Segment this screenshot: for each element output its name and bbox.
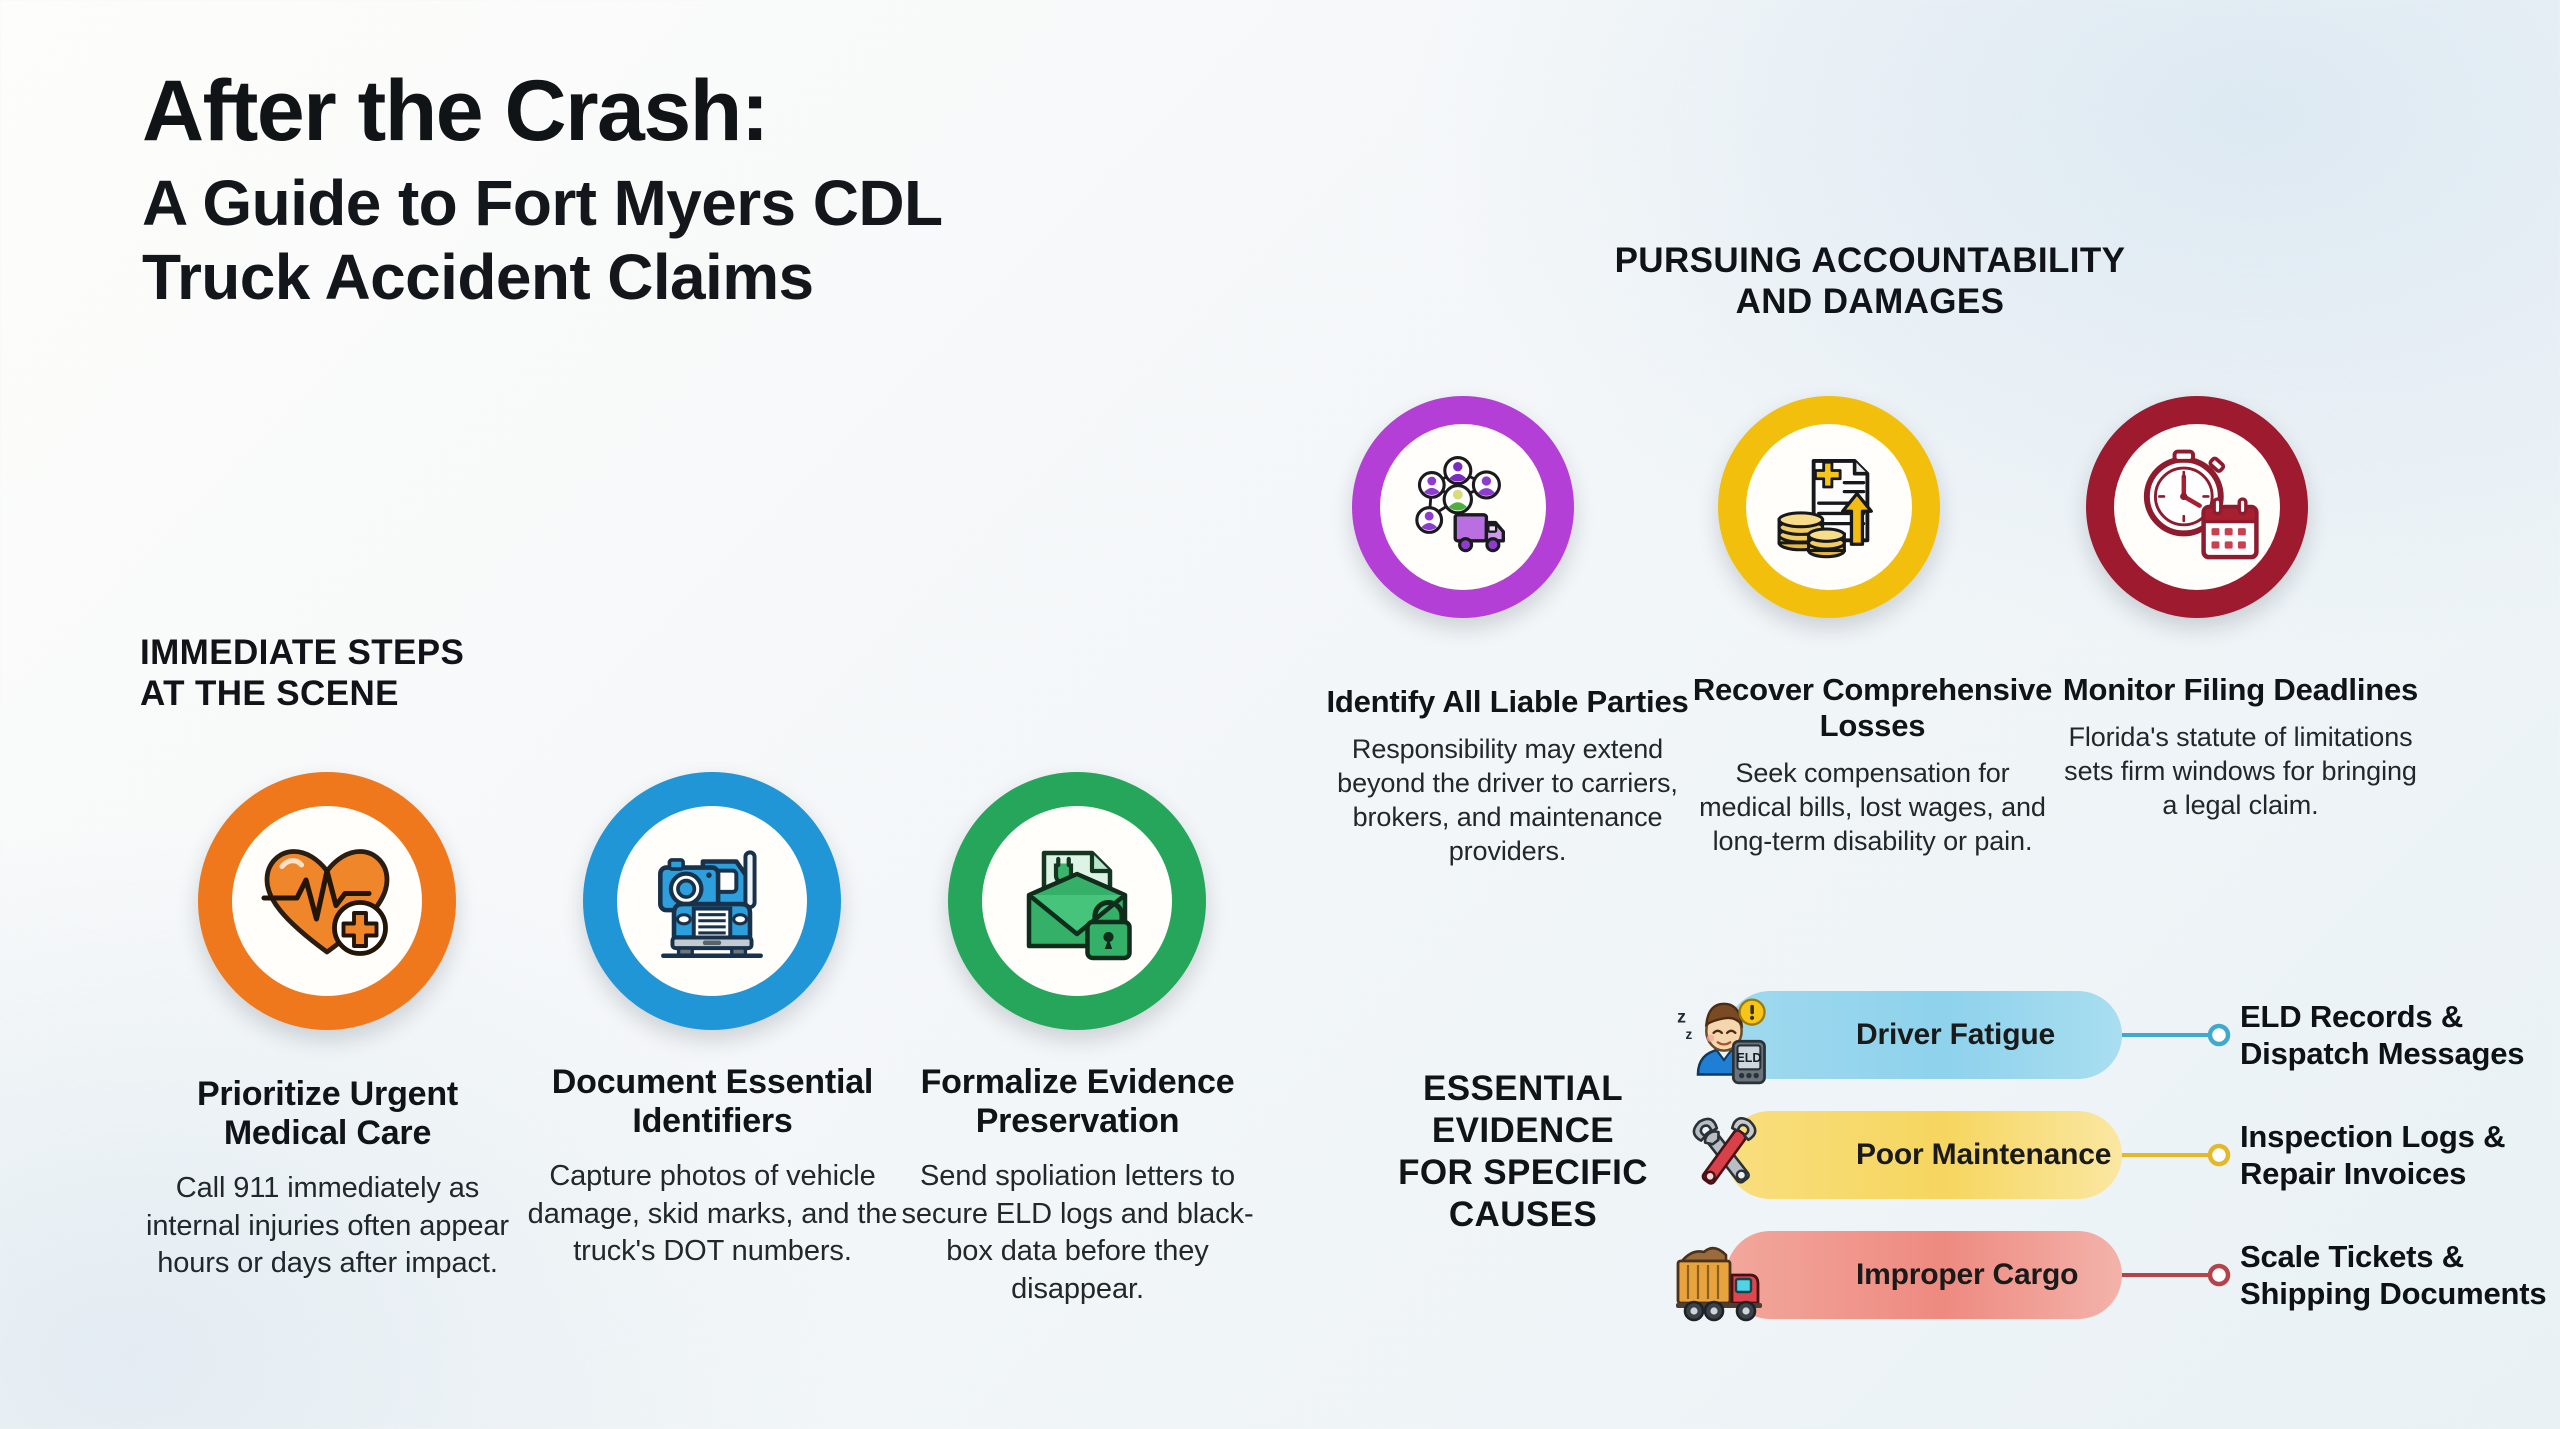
card-title: Formalize Evidence Preservation bbox=[920, 1063, 1235, 1141]
stopwatch-calendar-icon bbox=[2143, 449, 2259, 560]
badge-inner bbox=[1746, 424, 1912, 590]
badge-monitor-filing-deadlines bbox=[2086, 396, 2308, 618]
card-title: Prioritize Urgent Medical Care bbox=[196, 1075, 459, 1153]
card-formalize-evidence-preservation: Formalize Evidence Preservation Send spo… bbox=[885, 1063, 1270, 1309]
section-heading-line-1: ESSENTIAL bbox=[1422, 1069, 1623, 1108]
card-body: Capture photos of vehicle damage, skid m… bbox=[527, 1159, 898, 1268]
pill-label: Improper Cargo bbox=[1856, 1258, 2079, 1292]
card-body: Florida's statute of limitations sets fi… bbox=[2064, 721, 2417, 820]
page-subtitle-line-2: Truck Accident Claims bbox=[142, 241, 814, 314]
card-body: Send spoliation letters to secure ELD lo… bbox=[901, 1159, 1254, 1305]
evidence-text-eld-records: ELD Records & Dispatch Messages bbox=[2240, 998, 2525, 1071]
svg-text:ELD: ELD bbox=[1736, 1051, 1761, 1065]
evidence-row-poor-maintenance: Poor Maintenance bbox=[1670, 1095, 2530, 1215]
section-heading-essential-evidence: ESSENTIAL EVIDENCE FOR SPECIFIC CAUSES bbox=[1378, 1068, 1668, 1236]
evidence-row-driver-fatigue: Driver Fatigue z z bbox=[1670, 975, 2530, 1095]
title-block: After the Crash: A Guide to Fort Myers C… bbox=[142, 68, 1262, 314]
crossed-wrenches-icon bbox=[1670, 1103, 1780, 1207]
section-heading-pursuing-accountability: PURSUING ACCOUNTABILITY AND DAMAGES bbox=[1520, 240, 2220, 323]
badge-inner bbox=[617, 806, 807, 996]
card-monitor-filing-deadlines: Monitor Filing Deadlines Florida's statu… bbox=[2058, 672, 2423, 822]
svg-text:z: z bbox=[1685, 1027, 1692, 1042]
pill-label: Poor Maintenance bbox=[1856, 1138, 2112, 1172]
section-heading-line-1: IMMEDIATE STEPS bbox=[140, 633, 465, 672]
svg-text:z: z bbox=[1677, 1007, 1686, 1027]
card-title: Identify All Liable Parties bbox=[1326, 684, 1689, 719]
pill-improper-cargo: Improper Cargo bbox=[1726, 1231, 2122, 1319]
card-body: Seek compensation for medical bills, los… bbox=[1699, 757, 2046, 856]
heart-pulse-medical-icon bbox=[261, 849, 390, 956]
people-network-truck-icon bbox=[1415, 456, 1505, 553]
section-heading-immediate-steps: IMMEDIATE STEPS AT THE SCENE bbox=[140, 632, 570, 715]
envelope-document-lock-icon bbox=[1026, 850, 1132, 961]
pill-label: Driver Fatigue bbox=[1856, 1018, 2055, 1052]
card-document-essential-identifiers: Document Essential Identifiers Capture p… bbox=[520, 1063, 905, 1271]
section-heading-line-4: CAUSES bbox=[1448, 1195, 1598, 1234]
badge-prioritize-urgent-medical-care bbox=[198, 772, 456, 1030]
card-title: Recover Comprehensive Losses bbox=[1692, 672, 2053, 743]
badge-inner bbox=[2114, 424, 2280, 590]
section-heading-line-3: FOR SPECIFIC bbox=[1398, 1153, 1648, 1192]
card-body: Responsibility may extend beyond the dri… bbox=[1337, 733, 1678, 866]
card-title: Monitor Filing Deadlines bbox=[2062, 672, 2419, 707]
card-prioritize-urgent-medical-care: Prioritize Urgent Medical Care Call 911 … bbox=[135, 1075, 520, 1283]
pill-driver-fatigue: Driver Fatigue bbox=[1726, 991, 2122, 1079]
card-title: Document Essential Identifiers bbox=[551, 1063, 874, 1141]
sleepy-driver-eld-icon: z z ELD bbox=[1670, 983, 1780, 1087]
card-identify-all-liable-parties: Identify All Liable Parties Responsibili… bbox=[1325, 684, 1690, 868]
badge-inner bbox=[1380, 424, 1546, 590]
evidence-row-improper-cargo: Improper Cargo bbox=[1670, 1215, 2547, 1335]
section-heading-line-2: AT THE SCENE bbox=[140, 674, 399, 714]
camera-truck-icon bbox=[658, 850, 763, 958]
badge-recover-comprehensive-losses bbox=[1718, 396, 1940, 618]
card-body: Call 911 immediately as internal injurie… bbox=[146, 1171, 509, 1280]
section-heading-line-1: PURSUING ACCOUNTABILITY bbox=[1614, 241, 2126, 280]
connector-line-driver-fatigue bbox=[2122, 1023, 2231, 1047]
section-heading-line-2: EVIDENCE bbox=[1431, 1111, 1615, 1150]
page-subtitle-line-1: A Guide to Fort Myers CDL bbox=[142, 167, 943, 239]
badge-inner bbox=[232, 806, 422, 996]
evidence-text-inspection-logs: Inspection Logs & Repair Invoices bbox=[2240, 1118, 2506, 1191]
section-heading-line-2: AND DAMAGES bbox=[1735, 282, 2005, 322]
badge-identify-all-liable-parties bbox=[1352, 396, 1574, 618]
page-title: After the Crash: bbox=[142, 63, 769, 159]
dump-truck-cargo-icon bbox=[1670, 1223, 1780, 1327]
pill-poor-maintenance: Poor Maintenance bbox=[1726, 1111, 2122, 1199]
card-recover-comprehensive-losses: Recover Comprehensive Losses Seek compen… bbox=[1690, 672, 2055, 858]
evidence-rows-list: Driver Fatigue z z bbox=[1670, 975, 2547, 1335]
connector-line-improper-cargo bbox=[2122, 1263, 2231, 1287]
badge-inner bbox=[982, 806, 1172, 996]
badge-document-essential-identifiers bbox=[583, 772, 841, 1030]
connector-line-poor-maintenance bbox=[2122, 1143, 2231, 1167]
coins-invoice-arrow-icon bbox=[1777, 459, 1873, 559]
evidence-text-scale-tickets: Scale Tickets & Shipping Documents bbox=[2240, 1238, 2547, 1311]
badge-formalize-evidence-preservation bbox=[948, 772, 1206, 1030]
